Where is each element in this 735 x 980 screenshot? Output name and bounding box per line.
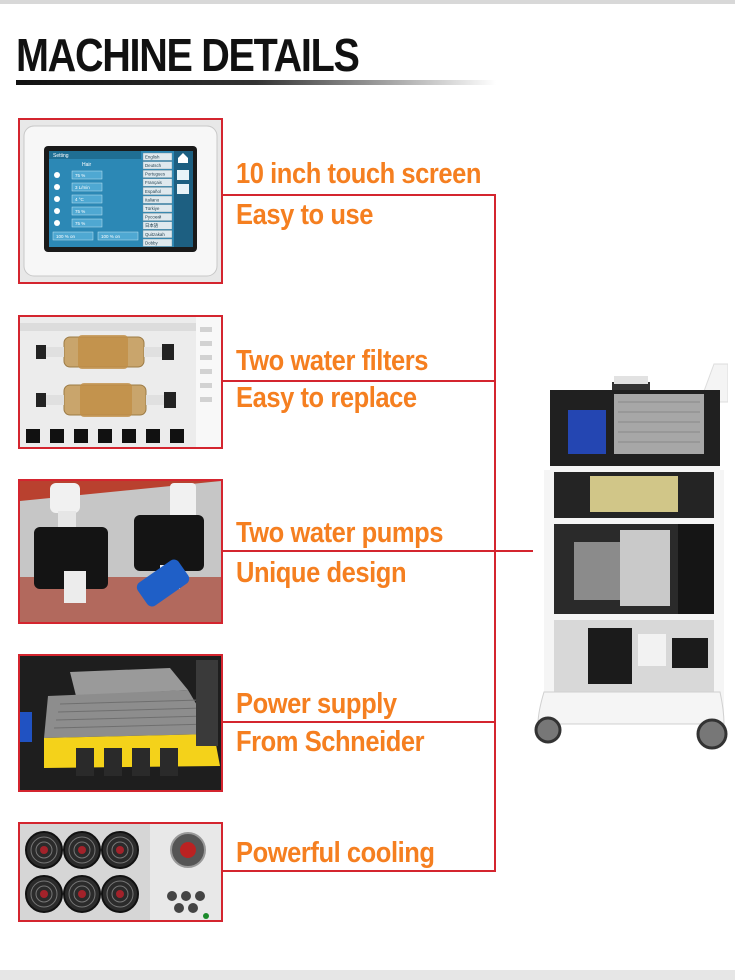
feature-1-line1: 10 inch touch screen — [236, 158, 482, 190]
connector-line-4 — [223, 721, 496, 723]
touch-screen-photo: Setting Hair 75 % 3 L/min 4 °C 75 % 75 % 100… — [18, 118, 223, 284]
screen-language-label: 日本語 — [145, 222, 159, 229]
feature-2-line1: Two water filters — [236, 345, 429, 377]
fan-grill — [111, 841, 129, 859]
feature-5-line1: Powerful cooling — [236, 837, 435, 869]
fan-grill — [111, 885, 129, 903]
screen-row-icon — [54, 196, 60, 202]
screen-language-button — [142, 221, 173, 230]
fan-grill — [35, 841, 53, 859]
screen-row-value: 75 % — [75, 209, 85, 214]
screen-row-value-box — [71, 218, 103, 228]
screen-row-value-box — [71, 194, 103, 204]
screen-language-label: Español — [145, 189, 161, 194]
fan-hub — [116, 890, 124, 898]
screen-bottom-left: 100 % on — [56, 234, 76, 239]
machine-illustration — [534, 363, 729, 750]
feature-4-line2: From Schneider — [236, 726, 425, 758]
screen-language-label: Quitzakah — [145, 232, 165, 237]
screen-row-value-box — [71, 206, 103, 216]
fan-hub — [78, 890, 86, 898]
screen-language-button — [142, 178, 173, 187]
connector-line-2 — [223, 380, 496, 382]
fan-hub — [116, 846, 124, 854]
screen-tab-label: Setting — [53, 153, 69, 159]
screen-language-label: Portugues — [145, 172, 166, 177]
screen-row-value: 4 °C — [75, 197, 85, 202]
feature-4-line1: Power supply — [236, 688, 397, 720]
feature-1-line2: Easy to use — [236, 199, 374, 231]
cooling-fans-photo — [18, 822, 223, 922]
screen-language-button — [142, 170, 173, 178]
screen-row-icon — [54, 184, 60, 190]
screen-language-button — [142, 152, 173, 161]
connector-line-5 — [223, 870, 496, 872]
fan-grill — [73, 841, 91, 859]
screen-row-value-box — [71, 170, 103, 180]
screen-language-label: Deutsch — [145, 163, 162, 168]
feature-2-line2: Easy to replace — [236, 382, 417, 414]
screen-language-button — [142, 187, 173, 196]
screen-language-label: English — [145, 154, 160, 159]
screen-language-button — [142, 204, 173, 213]
cooling-fans-illustration — [20, 824, 221, 920]
screen-row-value: 75 % — [75, 221, 85, 226]
screen-row-icon — [54, 208, 60, 214]
title-underline — [16, 80, 496, 85]
screen-language-label: Руccкий — [145, 215, 162, 220]
screen-row-value-box — [71, 182, 103, 192]
screen-language-label: Italiano — [145, 197, 160, 202]
fan-hub — [78, 846, 86, 854]
fan-grill — [73, 885, 91, 903]
fan-hub — [40, 890, 48, 898]
screen-language-label: Türkiye — [145, 206, 160, 211]
water-filters-illustration — [20, 317, 221, 447]
bottom-border — [0, 970, 735, 980]
power-supply-photo — [18, 654, 223, 792]
screen-language-label: Dobby — [145, 240, 158, 245]
connector-vertical-line — [494, 194, 496, 872]
home-icon — [178, 153, 188, 163]
water-pumps-photo — [18, 479, 223, 624]
feature-3-line1: Two water pumps — [236, 517, 444, 549]
screen-heading: Hair — [82, 162, 92, 168]
screen-bottom-right: 100 % on — [101, 234, 121, 239]
screen-language-button — [142, 212, 173, 221]
fan-grill — [106, 836, 134, 864]
connector-line-3 — [223, 550, 533, 552]
fan-grill — [68, 880, 96, 908]
top-border — [0, 0, 735, 4]
water-pumps-illustration — [20, 481, 221, 622]
screen-language-button — [142, 238, 173, 247]
screen-language-button — [142, 195, 173, 204]
power-supply-illustration — [20, 656, 221, 790]
screen-language-button — [142, 230, 173, 239]
feature-3-line2: Unique design — [236, 557, 407, 589]
screen-row-value: 3 L/min — [75, 185, 90, 190]
fan-hub — [40, 846, 48, 854]
page-title: MACHINE DETAILS — [16, 29, 360, 81]
machine-photo — [528, 362, 729, 760]
screen-row-icon — [54, 220, 60, 226]
touch-screen-illustration: Setting Hair 75 % 3 L/min 4 °C 75 % 75 % 100… — [20, 120, 221, 282]
screen-row-value: 75 % — [75, 173, 85, 178]
fan-grill — [106, 880, 134, 908]
connector-line-1 — [223, 194, 496, 196]
screen-row-icon — [54, 172, 60, 178]
fan-grill — [30, 836, 58, 864]
screen-language-button — [142, 161, 173, 170]
water-filters-photo — [18, 315, 223, 449]
fan-grill — [68, 836, 96, 864]
fan-grill — [30, 880, 58, 908]
fan-grill — [35, 885, 53, 903]
screen-language-label: Français — [145, 180, 163, 185]
